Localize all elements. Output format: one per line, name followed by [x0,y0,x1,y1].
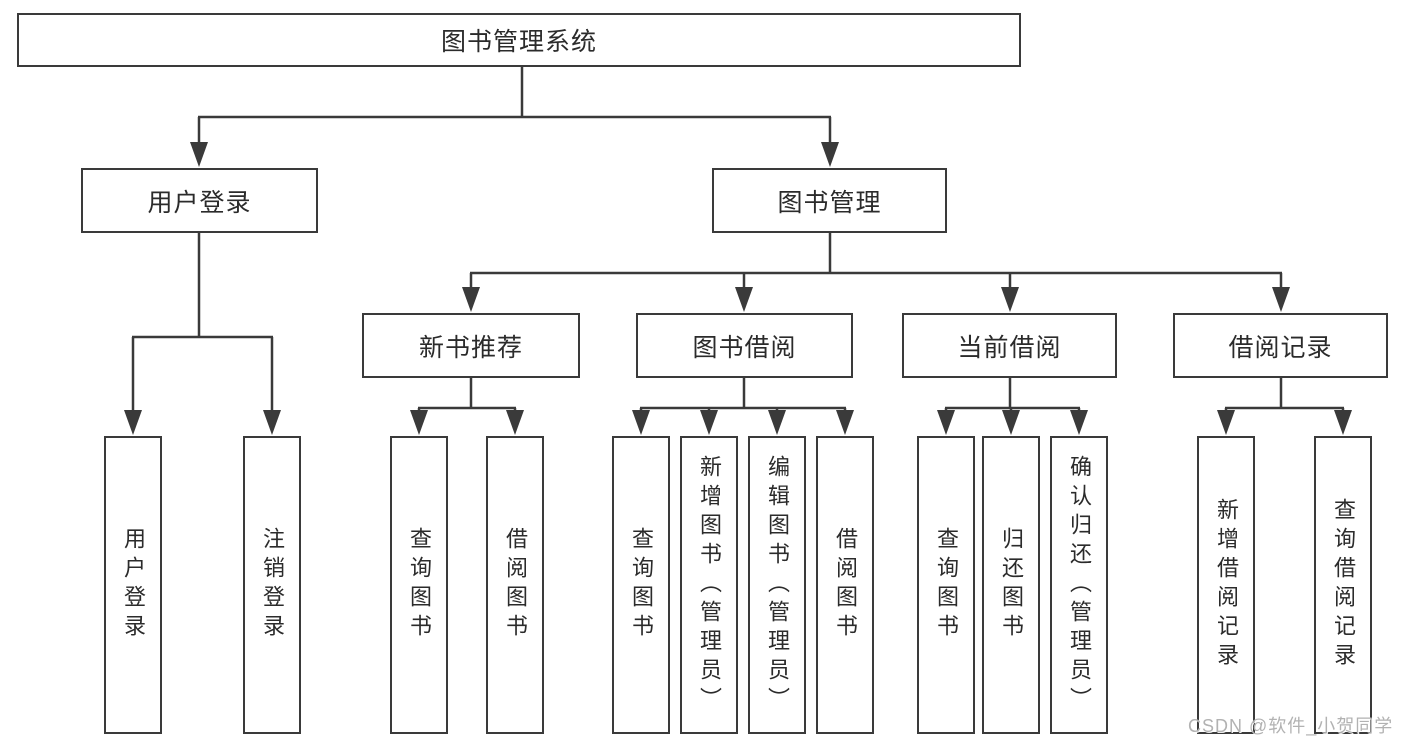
leaf-label: 查询图书 [934,527,959,643]
leaf-label: 编辑图书（管理员） [765,454,790,716]
leaf-query-books-current: 查询图书 [917,436,975,734]
leaf-user-login: 用户登录 [104,436,162,734]
arrowhead-down-icon [768,410,786,435]
leaf-label: 查询图书 [629,527,654,643]
arrowhead-down-icon [821,142,839,167]
arrowhead-down-icon [506,410,524,435]
connector-root-to-level2 [190,67,839,167]
node-user-login: 用户登录 [81,168,318,233]
arrowhead-down-icon [836,410,854,435]
leaf-borrow-books-borrowing: 借阅图书 [816,436,874,734]
arrowhead-down-icon [462,287,480,312]
node-new-book-recommendation: 新书推荐 [362,313,580,378]
leaf-label: 用户登录 [121,527,146,643]
arrowhead-down-icon [1217,410,1235,435]
leaf-label: 新增借阅记录 [1214,498,1239,672]
leaf-label: 借阅图书 [503,527,528,643]
node-borrowing-records: 借阅记录 [1173,313,1388,378]
arrowhead-down-icon [124,410,142,435]
leaf-label: 查询图书 [407,527,432,643]
leaf-query-books-borrowing: 查询图书 [612,436,670,734]
connector-book-borrowing-to-leaves [632,378,854,435]
leaf-add-borrow-record: 新增借阅记录 [1197,436,1255,734]
arrowhead-down-icon [190,142,208,167]
arrowhead-down-icon [1334,410,1352,435]
arrowhead-down-icon [1070,410,1088,435]
leaf-borrow-books-recommend: 借阅图书 [486,436,544,734]
arrowhead-down-icon [1272,287,1290,312]
connector-borrowing-records-to-leaves [1217,378,1352,435]
leaf-logout: 注销登录 [243,436,301,734]
arrowhead-down-icon [632,410,650,435]
node-book-management: 图书管理 [712,168,947,233]
leaf-query-books-recommend: 查询图书 [390,436,448,734]
arrowhead-down-icon [1002,410,1020,435]
leaf-return-books: 归还图书 [982,436,1040,734]
leaf-label: 查询借阅记录 [1331,498,1356,672]
leaf-label: 归还图书 [999,527,1024,643]
arrowhead-down-icon [263,410,281,435]
leaf-add-books-admin: 新增图书（管理员） [680,436,738,734]
leaf-label: 新增图书（管理员） [697,454,722,716]
connector-current-borrowing-to-leaves [937,378,1088,435]
node-library-management-system: 图书管理系统 [17,13,1021,67]
arrowhead-down-icon [735,287,753,312]
connector-book-management-to-modules [462,233,1290,312]
connector-user-login-to-leaves [124,233,281,435]
node-book-borrowing: 图书借阅 [636,313,853,378]
leaf-confirm-return-admin: 确认归还（管理员） [1050,436,1108,734]
csdn-watermark: CSDN @软件_小贺同学 [1188,716,1394,736]
node-current-borrowing: 当前借阅 [902,313,1117,378]
arrowhead-down-icon [1001,287,1019,312]
arrowhead-down-icon [700,410,718,435]
leaf-query-borrow-record: 查询借阅记录 [1314,436,1372,734]
leaf-edit-books-admin: 编辑图书（管理员） [748,436,806,734]
connector-new-book-recommendation-to-leaves [410,378,524,435]
leaf-label: 注销登录 [260,527,285,643]
leaf-label: 借阅图书 [833,527,858,643]
arrowhead-down-icon [937,410,955,435]
leaf-label: 确认归还（管理员） [1067,454,1092,716]
arrowhead-down-icon [410,410,428,435]
